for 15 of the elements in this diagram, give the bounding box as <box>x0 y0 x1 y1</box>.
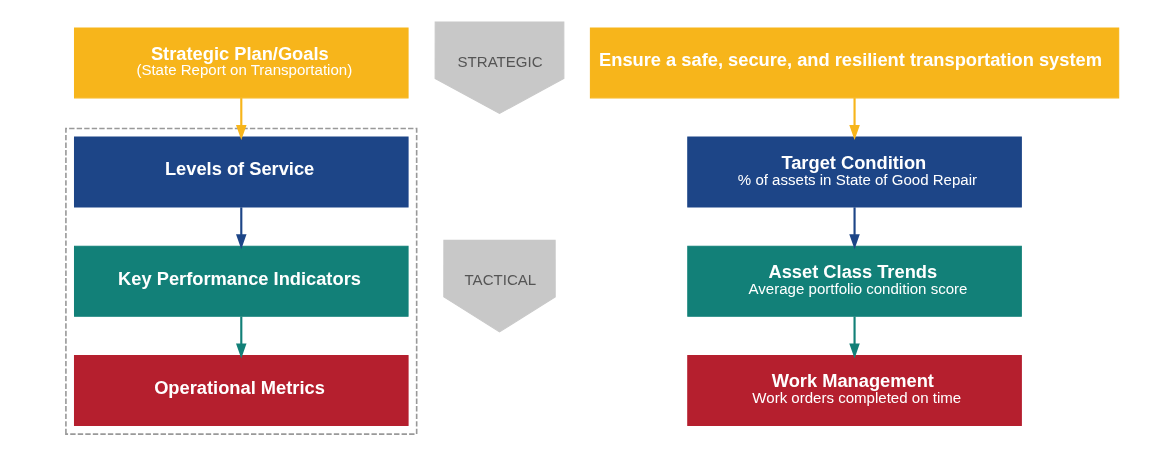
node-box: Key Performance Indicators <box>73 245 409 317</box>
arrow <box>235 98 247 141</box>
arrow <box>848 316 860 359</box>
node-box: Asset Class Trends Average portfolio condition score <box>686 245 1022 317</box>
node-box: Target Condition % of assets in State of Good Repair <box>686 136 1022 208</box>
arrow <box>848 98 860 141</box>
arrow <box>235 207 247 250</box>
node-box: Strategic Plan/Goals (State Report on Transportation) <box>73 27 409 99</box>
node-box: Ensure a safe, secure, and resilient transportation system <box>589 27 1119 99</box>
arrow <box>235 316 247 359</box>
cluster <box>64 127 417 435</box>
node-box: Levels of Service <box>73 136 409 208</box>
node-box: Work Management Work orders completed on time <box>686 355 1022 426</box>
arrow <box>848 207 860 250</box>
node-box: Operational Metrics <box>73 355 409 426</box>
